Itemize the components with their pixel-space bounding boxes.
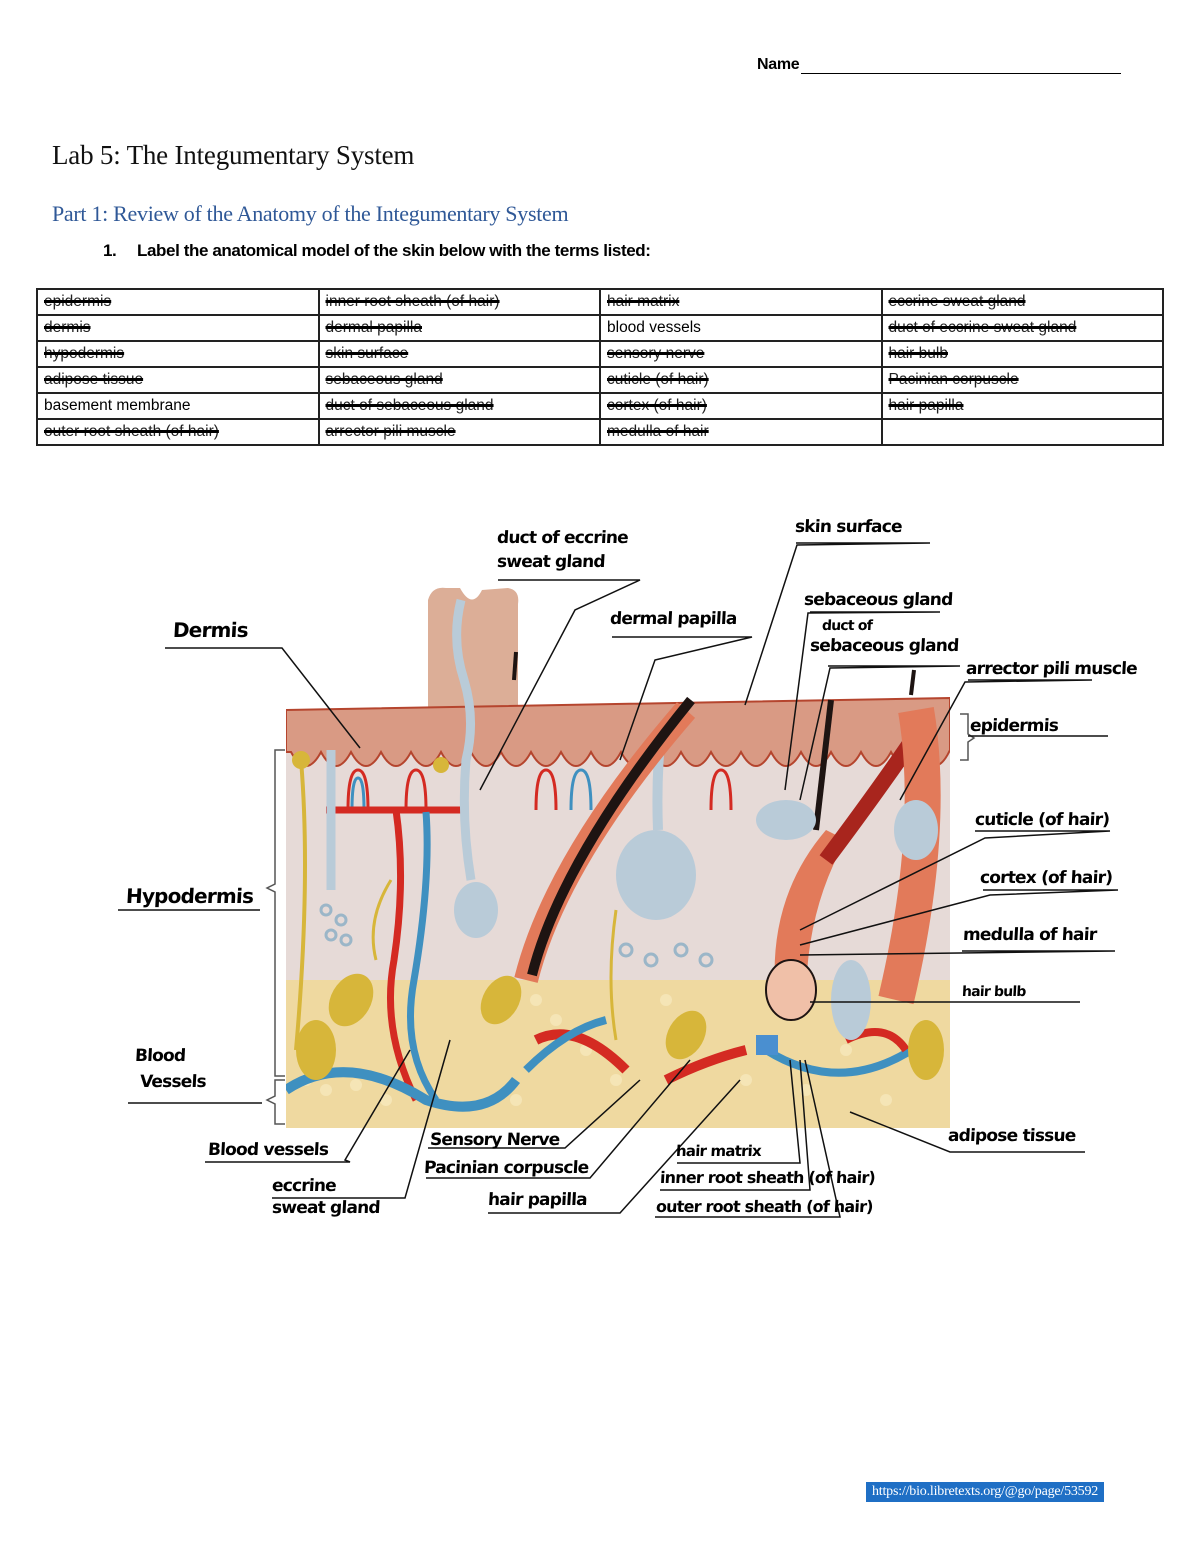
term-crossed-out: hair matrix: [607, 293, 680, 310]
term-cell: arrector pili muscle: [317, 418, 601, 446]
label-cuticle: cuticle (of hair): [974, 810, 1110, 830]
term-cell: outer root sheath (of hair): [36, 418, 320, 446]
skin-model-illustration: [286, 587, 950, 1128]
terms-table-row: adipose tissue sebaceous gland cuticle (of…: [36, 366, 1164, 394]
label-duct-sebaceous-line2: sebaceous gland: [809, 636, 959, 656]
term-cell: hypodermis: [36, 340, 320, 368]
term-cell: medulla of hair: [599, 418, 883, 446]
label-inner-root-sheath: inner root sheath (of hair): [659, 1168, 876, 1187]
term-remaining: blood vessels: [607, 319, 701, 336]
term-crossed-out: skin surface: [325, 345, 409, 362]
label-arrector-pili: arrector pili muscle: [965, 659, 1138, 679]
term-crossed-out: medulla of hair: [607, 423, 709, 440]
term-cell: eccrine sweat gland: [880, 288, 1164, 316]
label-blood-vessels-bracket-line2: Vessels: [139, 1072, 207, 1092]
label-epidermis: epidermis: [969, 716, 1059, 736]
terms-table-row: epidermis inner root sheath (of hair) hair…: [36, 288, 1164, 316]
term-crossed-out: sebaceous gland: [325, 371, 443, 388]
term-crossed-out: dermis: [44, 319, 91, 336]
term-crossed-out: cuticle (of hair): [607, 371, 709, 388]
label-hair-matrix: hair matrix: [675, 1142, 762, 1160]
terms-table-row: outer root sheath (of hair) arrector pili…: [36, 418, 1164, 446]
term-cell: hair papilla: [880, 392, 1164, 420]
label-skin-surface: skin surface: [794, 517, 903, 537]
term-crossed-out: hair bulb: [888, 345, 948, 362]
label-blood-vessels-bracket-line1: Blood: [134, 1046, 186, 1066]
term-cell: duct of eccrine sweat gland: [880, 314, 1164, 342]
term-cell: adipose tissue: [36, 366, 320, 394]
label-dermis: Dermis: [172, 618, 249, 642]
label-hair-bulb: hair bulb: [961, 984, 1027, 1000]
label-eccrine-line2: sweat gland: [271, 1198, 381, 1218]
term-crossed-out: epidermis: [44, 293, 112, 310]
term-cell: Pacinian corpuscle: [880, 366, 1164, 394]
instruction: 1. Label the anatomical model of the skin…: [103, 241, 651, 261]
term-cell: cortex (of hair): [599, 392, 883, 420]
instruction-text: Label the anatomical model of the skin b…: [137, 241, 651, 260]
layer-brackets: [265, 749, 285, 1125]
term-cell: basement membrane: [36, 392, 320, 420]
label-eccrine-line1: eccrine: [271, 1176, 337, 1196]
part-title: Part 1: Review of the Anatomy of the Int…: [52, 201, 569, 226]
label-medulla: medulla of hair: [962, 925, 1097, 945]
terms-table-row: hypodermis skin surface sensory nerve hair …: [36, 340, 1164, 368]
label-cortex: cortex (of hair): [979, 868, 1113, 888]
label-duct-eccrine-line2: sweat gland: [496, 552, 606, 572]
term-cell: cuticle (of hair): [599, 366, 883, 394]
term-remaining: basement membrane: [44, 397, 191, 414]
term-crossed-out: duct of sebaceous gland: [325, 397, 494, 414]
term-crossed-out: hypodermis: [44, 345, 125, 362]
term-crossed-out: inner root sheath (of hair): [325, 293, 500, 310]
label-duct-eccrine-line1: duct of eccrine: [496, 528, 629, 548]
name-field[interactable]: Name: [757, 56, 1122, 74]
term-crossed-out: hair papilla: [888, 397, 964, 414]
term-cell: inner root sheath (of hair): [317, 288, 601, 316]
label-sensory-nerve: Sensory Nerve: [429, 1130, 560, 1150]
term-cell: dermal papilla: [317, 314, 601, 342]
term-crossed-out: outer root sheath (of hair): [44, 423, 219, 440]
lab-title: Lab 5: The Integumentary System: [52, 140, 415, 170]
term-crossed-out: dermal papilla: [325, 319, 423, 336]
term-cell: hair matrix: [599, 288, 883, 316]
term-crossed-out: arrector pili muscle: [325, 423, 456, 440]
term-cell: duct of sebaceous gland: [317, 392, 601, 420]
label-hair-papilla: hair papilla: [487, 1190, 588, 1210]
label-hypodermis: Hypodermis: [125, 884, 254, 908]
label-sebaceous-gland: sebaceous gland: [803, 590, 953, 610]
term-cell: epidermis: [36, 288, 320, 316]
label-blood-vessels: Blood vessels: [207, 1140, 329, 1160]
term-cell: skin surface: [317, 340, 601, 368]
label-outer-root-sheath: outer root sheath (of hair): [655, 1197, 874, 1216]
label-adipose-tissue: adipose tissue: [947, 1126, 1077, 1146]
term-crossed-out: adipose tissue: [44, 371, 144, 388]
term-crossed-out: sensory nerve: [607, 345, 705, 362]
epidermis-bracket: [960, 713, 976, 761]
term-crossed-out: Pacinian corpuscle: [888, 371, 1019, 388]
terms-table: epidermis inner root sheath (of hair) hair…: [36, 288, 1164, 446]
term-cell: sensory nerve: [599, 340, 883, 368]
term-cell: dermis: [36, 314, 320, 342]
label-duct-sebaceous-line1: duct of: [821, 618, 873, 634]
term-cell: [880, 418, 1164, 446]
source-url-link[interactable]: https://bio.libretexts.org/@go/page/5359…: [866, 1482, 1105, 1502]
term-crossed-out: eccrine sweat gland: [888, 293, 1026, 310]
instruction-number: 1.: [103, 241, 117, 260]
terms-table-row: dermis dermal papilla blood vessels duct of…: [36, 314, 1164, 342]
label-dermal-papilla: dermal papilla: [609, 609, 738, 629]
term-cell: blood vessels: [599, 314, 883, 342]
label-pacinian-corpuscle: Pacinian corpuscle: [423, 1158, 589, 1178]
name-label: Name: [757, 56, 800, 73]
term-cell: sebaceous gland: [317, 366, 601, 394]
term-crossed-out: duct of eccrine sweat gland: [888, 319, 1077, 336]
terms-table-row: basement membrane duct of sebaceous gland…: [36, 392, 1164, 420]
term-cell: hair bulb: [880, 340, 1164, 368]
name-input-line[interactable]: [801, 57, 1122, 74]
term-crossed-out: cortex (of hair): [607, 397, 707, 414]
